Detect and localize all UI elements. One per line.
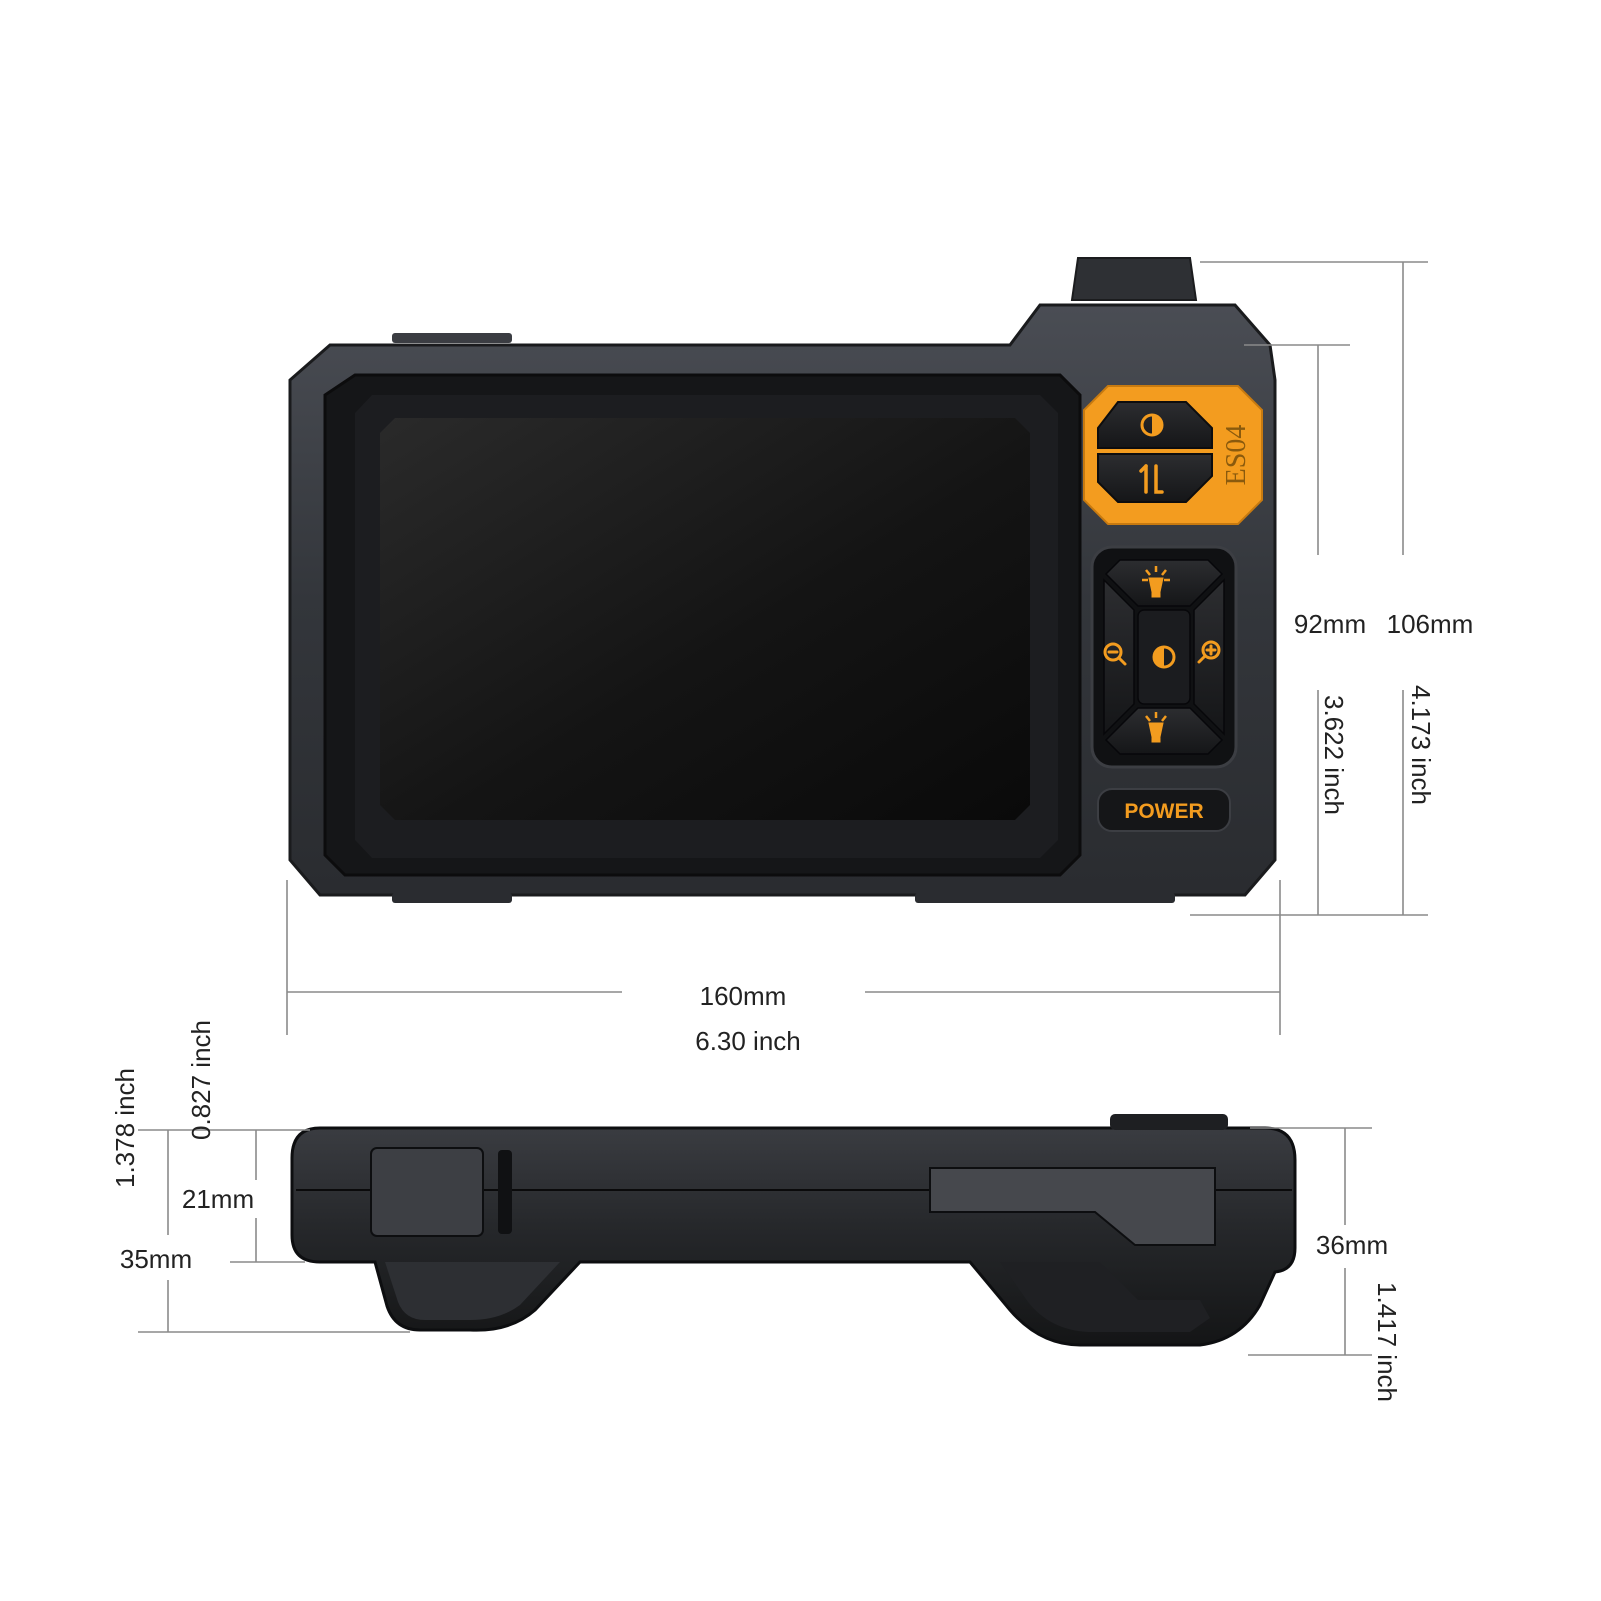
power-button[interactable]: [1097, 788, 1231, 832]
dimension-labels: 160mm 6.30 inch 92mm 106mm 3.622 inch 4.…: [110, 609, 1473, 1402]
top-side-button: [392, 333, 512, 343]
device-screen: [380, 418, 1030, 820]
bottom-foot-right: [915, 893, 1175, 903]
height-body-mm-label: 92mm: [1294, 609, 1366, 639]
rotate-flip-icon: [1139, 464, 1164, 494]
dpad-down-button[interactable]: [1104, 707, 1224, 755]
device-front-view: ES04: [288, 257, 1277, 903]
dpad-up-button[interactable]: [1104, 559, 1224, 607]
side-grip-mm-label: 35mm: [120, 1244, 192, 1274]
light-up-icon: [1142, 566, 1170, 598]
side-thin-mm-label: 21mm: [182, 1184, 254, 1214]
side-port-slot: [498, 1150, 512, 1234]
device-side-view: [290, 1114, 1297, 1347]
power-label: POWER: [1124, 800, 1203, 823]
height-body-inch-label: 3.622 inch: [1319, 695, 1349, 815]
light-down-icon: [1145, 712, 1167, 743]
side-lower-left-foot: [385, 1262, 560, 1320]
bottom-foot-left: [392, 893, 512, 903]
side-thin-inch-label: 0.827 inch: [186, 1020, 216, 1140]
side-grip-inch-label: 1.378 inch: [110, 1068, 140, 1188]
side-right-inch-label: 1.417 inch: [1372, 1282, 1402, 1402]
height-total-mm-label: 106mm: [1387, 609, 1474, 639]
height-total-inch-label: 4.173 inch: [1406, 685, 1436, 805]
zoom-in-icon: [1197, 640, 1221, 664]
side-button-left[interactable]: [370, 1147, 484, 1237]
side-right-mm-label: 36mm: [1316, 1230, 1388, 1260]
contrast-icon: [1140, 413, 1164, 437]
top-connector: [1070, 257, 1198, 301]
model-label: ES04: [1221, 425, 1252, 486]
dimension-lines: [138, 261, 1428, 1356]
width-mm-label: 160mm: [700, 981, 787, 1011]
capture-icon: [1152, 645, 1176, 669]
side-top-bump: [1110, 1114, 1228, 1130]
width-inch-label: 6.30 inch: [695, 1026, 801, 1056]
side-lower-grip-face: [1000, 1262, 1210, 1332]
zoom-out-icon: [1103, 642, 1127, 666]
side-grip-right: [929, 1167, 1216, 1246]
